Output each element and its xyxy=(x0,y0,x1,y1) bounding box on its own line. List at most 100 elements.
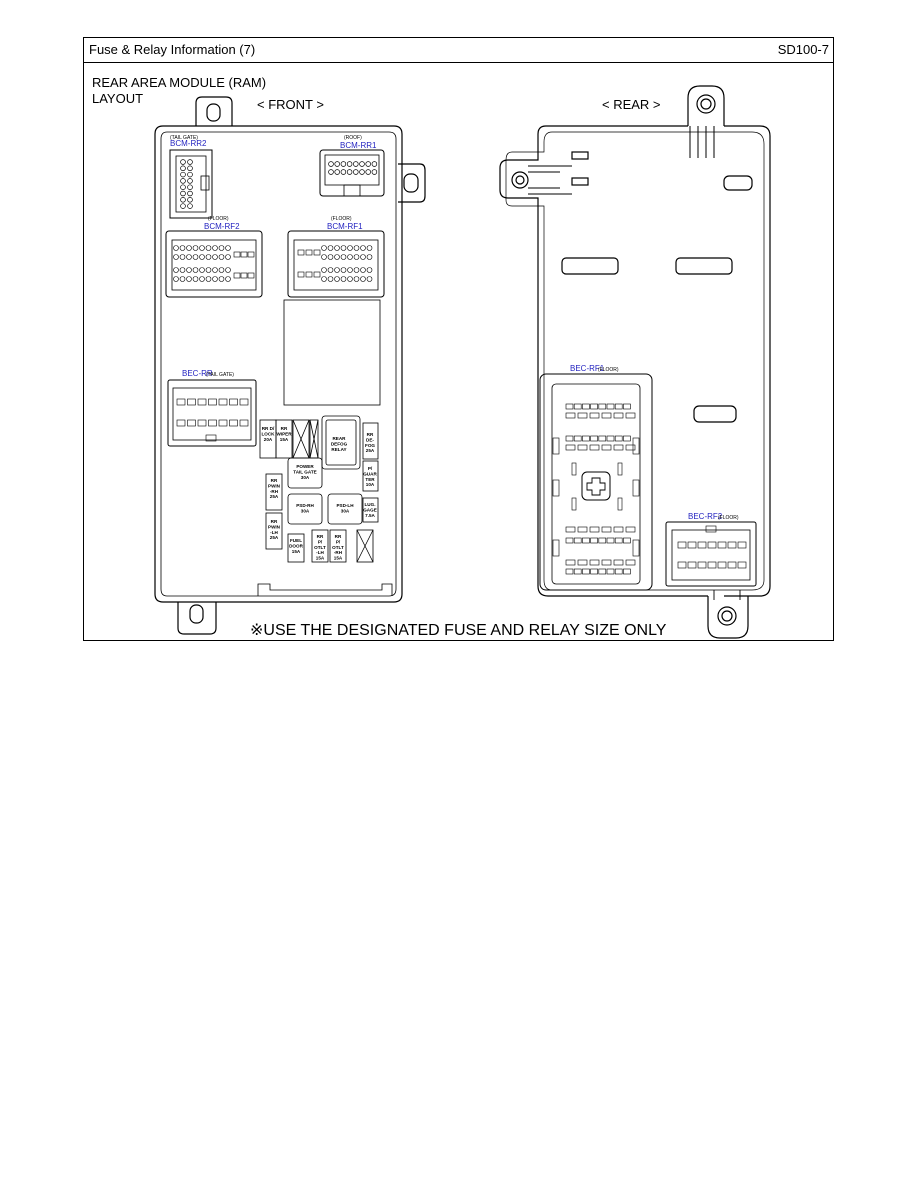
connector-pin xyxy=(565,403,574,410)
connector-pin xyxy=(601,412,612,419)
connector-pin xyxy=(601,526,612,533)
connector-pin xyxy=(334,245,340,251)
connector-pin xyxy=(334,267,340,273)
connector-pin xyxy=(614,568,623,575)
connector-pin xyxy=(212,267,218,273)
connector-pin xyxy=(687,541,697,549)
connector-pin xyxy=(180,190,186,197)
connector-pin xyxy=(590,537,598,544)
connector-pin xyxy=(589,526,600,533)
connector-pin xyxy=(606,435,615,442)
diagram-frame: Fuse & Relay Information (7) SD100-7 xyxy=(83,37,834,641)
fuse-rr-pwin-lh xyxy=(265,512,283,550)
fuse-label-power-tail-gate: TAIL GATE xyxy=(293,469,316,474)
connector-pin xyxy=(573,403,582,410)
connector-pin xyxy=(582,403,590,410)
connector-pin xyxy=(208,398,217,406)
connector-pin xyxy=(577,526,588,533)
fuse-label-luggage: 7.5A xyxy=(365,513,375,518)
connector-pin xyxy=(697,541,707,549)
connector-pin xyxy=(225,254,231,260)
spare-slot-2-mark xyxy=(309,419,319,459)
connector-pin xyxy=(623,403,631,410)
connector-pin xyxy=(192,267,199,273)
connector-pin xyxy=(240,251,248,258)
connector-pin xyxy=(247,272,255,279)
connector-pin xyxy=(601,444,612,451)
connector-pin xyxy=(334,254,340,260)
fuse-label-rr-defog: RR xyxy=(367,432,374,437)
connector-pin xyxy=(613,559,624,566)
front-lower-tray xyxy=(257,583,393,596)
connector-pin xyxy=(321,245,327,251)
connector-pin xyxy=(218,267,225,273)
connector-pin xyxy=(598,435,607,442)
bec-rf2-connector xyxy=(665,521,757,587)
connector-pin xyxy=(347,254,353,260)
connector-pin xyxy=(328,161,334,167)
connector-pin xyxy=(179,245,186,251)
fuse-label-power-tail-gate: POWER xyxy=(296,464,314,469)
bec-rf1-guide xyxy=(617,462,623,476)
fuse-label-rr-outlet-rh: RR xyxy=(335,534,342,539)
fuse-rr-outlet-rh xyxy=(329,529,347,563)
connector-pin xyxy=(240,272,248,279)
page-header: Fuse & Relay Information (7) SD100-7 xyxy=(84,38,833,63)
bec-rf1-location: (FLOOR) xyxy=(598,367,619,373)
connector-pin xyxy=(327,276,334,282)
bec-rf1-housing xyxy=(551,383,641,585)
front-housing-outline xyxy=(154,125,403,603)
fuse-label-rr-pwin-lh: PWIN xyxy=(268,524,281,529)
bcm-rf1-housing xyxy=(293,239,379,291)
connector-pin xyxy=(565,537,574,544)
connector-pin xyxy=(589,444,600,451)
connector-pin xyxy=(313,271,321,278)
connector-pin xyxy=(340,254,347,260)
rear-slot-2 xyxy=(571,177,589,186)
connector-pin xyxy=(187,184,193,190)
connector-pin xyxy=(187,197,193,203)
connector-pin xyxy=(366,245,373,251)
connector-pin xyxy=(717,561,727,569)
connector-pin xyxy=(577,412,588,419)
fuse-label-rr-outlet-rh: OTLT xyxy=(332,545,344,550)
connector-pin xyxy=(371,169,378,175)
bcm-rf1-pins xyxy=(297,245,373,282)
fuse-label-p-guarter: 10A xyxy=(366,482,375,487)
connector-pin xyxy=(582,435,590,442)
connector-pin xyxy=(623,537,631,544)
connector-pin xyxy=(179,267,186,273)
fuse-label-rr-pwin-rh: -RH xyxy=(270,489,279,494)
fuse-power-tail-gate xyxy=(287,457,323,489)
connector-pin xyxy=(233,272,241,279)
front-fuse-block xyxy=(259,415,379,563)
bcm-rr1-housing xyxy=(324,154,380,186)
connector-pin xyxy=(179,276,186,282)
connector-pin xyxy=(360,276,366,282)
module-subtitle: LAYOUT xyxy=(92,91,143,106)
connector-pin xyxy=(205,276,212,282)
rear-slot-5 xyxy=(675,257,733,275)
connector-pin xyxy=(614,537,623,544)
rear-left-edge xyxy=(499,125,708,597)
connector-pin xyxy=(229,398,238,406)
connector-pin xyxy=(353,161,359,167)
connector-pin xyxy=(365,169,371,175)
bec-rf2-location: (FLOOR) xyxy=(718,515,739,521)
connector-pin xyxy=(717,541,727,549)
fuse-label-fuel-door: DOOR xyxy=(289,543,303,548)
connector-pin xyxy=(598,568,607,575)
relay-rear-defog-inner xyxy=(325,419,357,466)
connector-pin xyxy=(582,568,590,575)
rear-bottom-ribs xyxy=(713,590,741,600)
connector-pin xyxy=(565,559,576,566)
fuse-label-rr-outlet-lh: 15A xyxy=(316,556,325,561)
rear-left-ribs xyxy=(528,165,572,195)
bec-rr-pins xyxy=(176,398,249,442)
rear-bottom-mount-ring xyxy=(717,606,737,626)
bec-rf1-center-boss xyxy=(581,471,611,501)
connector-pin xyxy=(353,276,360,282)
connector-pin xyxy=(199,254,205,260)
fuse-label-rr-outlet-lh: -LH xyxy=(316,550,324,555)
